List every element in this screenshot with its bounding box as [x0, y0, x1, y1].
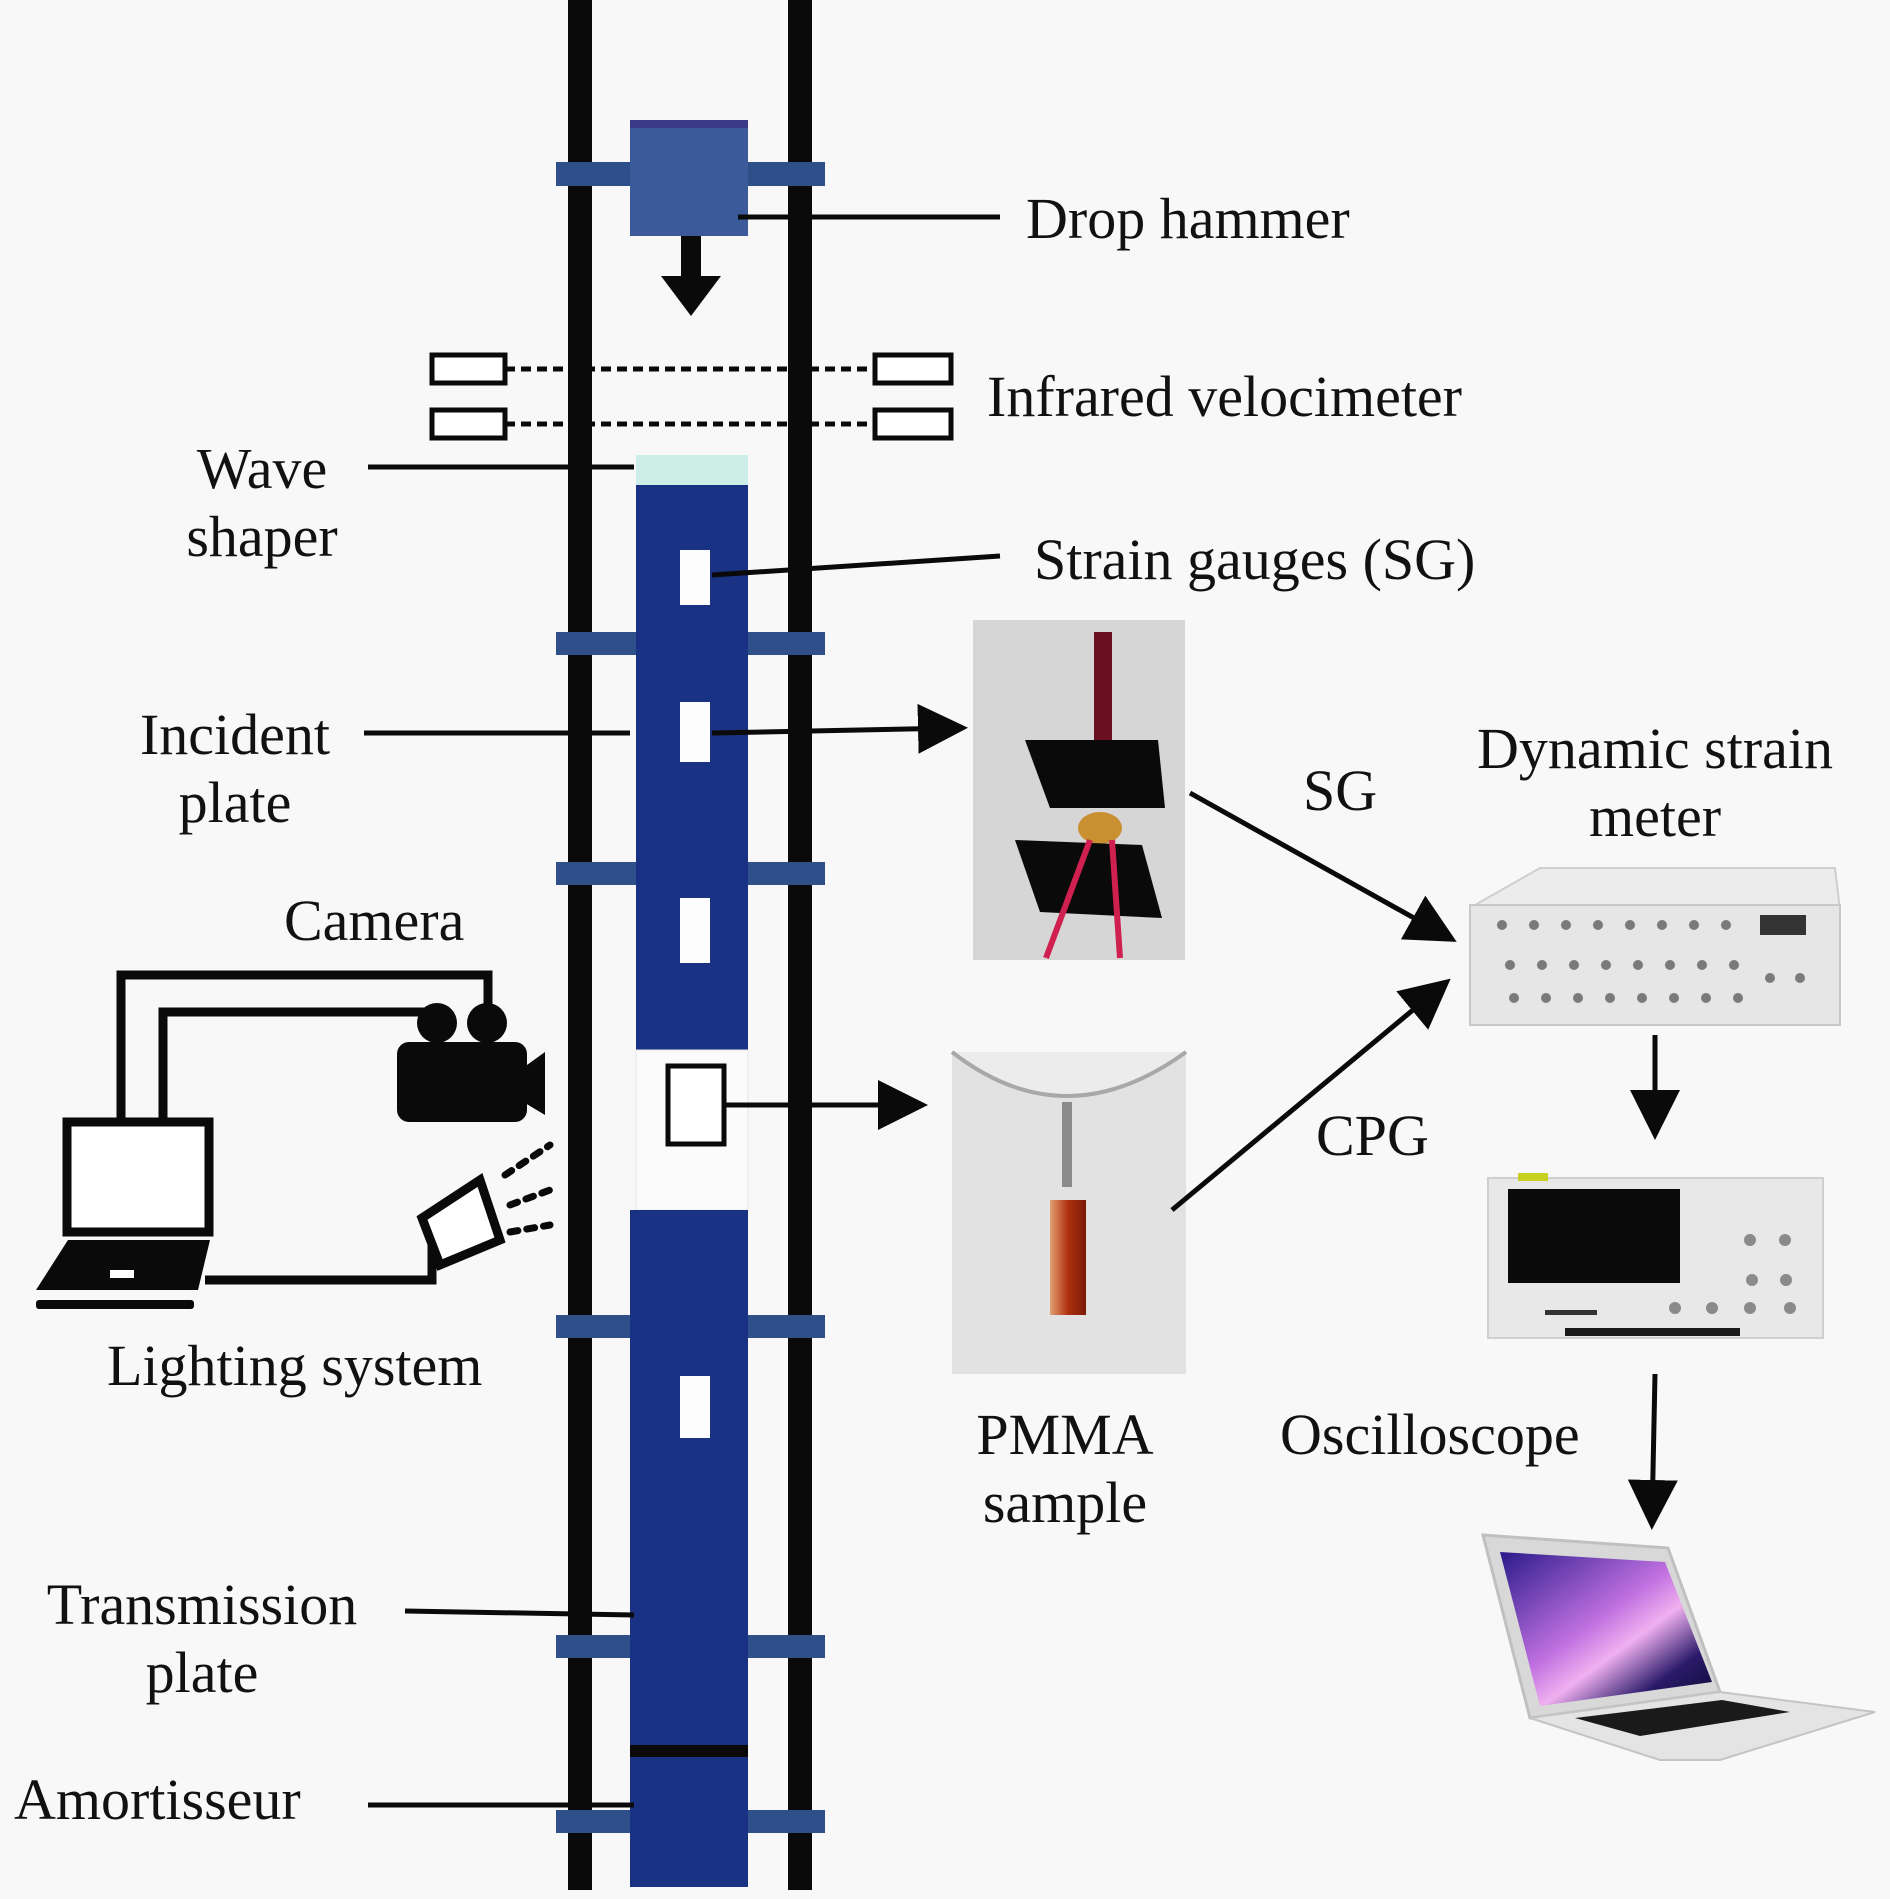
- incident-plate: [556, 485, 825, 1050]
- laptop-photo: [1481, 1533, 1876, 1761]
- drop-direction-arrow-icon: [661, 236, 721, 316]
- left-guide-rail: [568, 0, 592, 1890]
- laptop-icon: [36, 1117, 214, 1309]
- label-amortisseur: Amortisseur: [14, 1767, 301, 1832]
- gauge-to-photo-arrow: [711, 703, 968, 754]
- label-dynamic-strain-meter-1: Dynamic strain: [1477, 716, 1833, 781]
- label-transmission-plate-2: plate: [145, 1640, 259, 1705]
- infrared-velocimeter: [429, 352, 954, 441]
- sg-link-arrow: [1188, 790, 1457, 942]
- label-camera: Camera: [284, 888, 465, 953]
- oscilloscope-device: [1487, 1173, 1824, 1339]
- pmma-sample-photo: [950, 1050, 1188, 1374]
- video-camera-icon: [397, 1003, 545, 1122]
- cpg-link-arrow: [1170, 978, 1451, 1212]
- pmma-sample-in-setup: [665, 1063, 727, 1147]
- label-dynamic-strain-meter-2: meter: [1588, 784, 1722, 849]
- label-pmma-sample-1: PMMA: [976, 1402, 1154, 1467]
- label-infrared-velocimeter: Infrared velocimeter: [987, 364, 1462, 429]
- transmission-plate: [556, 1210, 825, 1745]
- strain-gauge-1: [680, 550, 710, 605]
- label-strain-gauges: Strain gauges (SG): [1034, 527, 1476, 592]
- strain-gauges-leader: [711, 553, 1001, 578]
- spotlight-icon: [416, 1141, 554, 1271]
- strain-gauge-3: [680, 898, 710, 963]
- amortisseur: [556, 1745, 825, 1887]
- wave-shaper: [636, 455, 748, 485]
- label-cpg-link: CPG: [1316, 1103, 1429, 1168]
- label-pmma-sample-2: sample: [982, 1470, 1148, 1535]
- right-guide-rail: [788, 0, 812, 1890]
- strain-gauge-photo: [973, 620, 1185, 960]
- label-lighting-system: Lighting system: [107, 1333, 483, 1398]
- label-incident-plate-1: Incident: [139, 702, 331, 767]
- drop-hammer: [556, 120, 825, 236]
- transmission-plate-leader: [404, 1608, 635, 1618]
- label-transmission-plate-1: Transmission: [46, 1572, 358, 1637]
- label-sg-link: SG: [1303, 758, 1378, 823]
- label-drop-hammer: Drop hammer: [1026, 186, 1350, 251]
- label-wave-shaper-2: shaper: [186, 504, 338, 569]
- label-wave-shaper-1: Wave: [196, 436, 328, 501]
- dynamic-strain-meter-device: [1469, 867, 1842, 1026]
- label-incident-plate-2: plate: [178, 770, 292, 835]
- oscilloscope-to-laptop-arrow: [1627, 1373, 1678, 1530]
- strain-gauge-2: [680, 702, 710, 762]
- label-oscilloscope: Oscilloscope: [1280, 1402, 1580, 1467]
- strain-gauge-4: [680, 1376, 710, 1438]
